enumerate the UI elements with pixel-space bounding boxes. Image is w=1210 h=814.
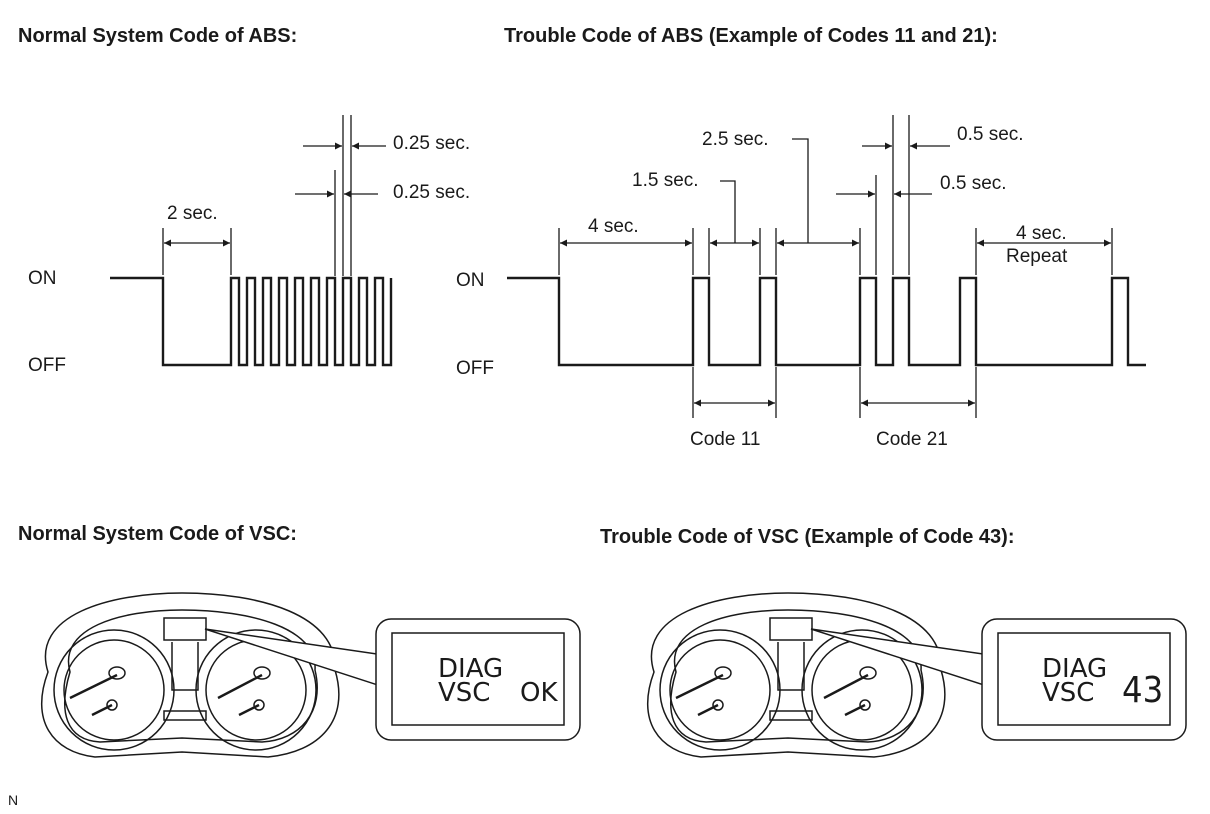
abs-trouble-repeat-label: Repeat bbox=[1006, 246, 1068, 267]
vsc-trouble-display-line1: DIAG bbox=[1042, 654, 1107, 684]
abs-trouble-code-11-label: Code 11 bbox=[690, 429, 760, 450]
vsc-trouble-callout-pointer bbox=[810, 628, 991, 689]
vsc-trouble-display-screen bbox=[997, 632, 1171, 726]
vsc-normal-display-code: OK bbox=[520, 678, 558, 708]
abs-trouble-title: Trouble Code of ABS (Example of Codes 11… bbox=[504, 25, 998, 47]
vsc-normal-instrument-cluster: DIAG VSC OK bbox=[40, 592, 581, 758]
abs-trouble-2-5sec-label: 2.5 sec. bbox=[702, 129, 769, 150]
vsc-normal-display-line2: VSC bbox=[438, 678, 490, 708]
abs-normal-panel: Normal System Code of ABS: ON OFF 2 sec.… bbox=[18, 25, 470, 376]
vsc-normal-display-screen bbox=[391, 632, 565, 726]
abs-normal-waveform bbox=[110, 276, 393, 367]
vsc-normal-panel: Normal System Code of VSC: DIAG VSC bbox=[18, 523, 581, 758]
abs-normal-pulse-label-1: 0.25 sec. bbox=[393, 133, 470, 154]
abs-trouble-0-5sec-label-a: 0.5 sec. bbox=[957, 124, 1024, 145]
vsc-normal-callout-pointer bbox=[204, 628, 385, 689]
abs-normal-pulse-label-2: 0.25 sec. bbox=[393, 182, 470, 203]
abs-trouble-off-label: OFF bbox=[456, 358, 494, 379]
vsc-trouble-panel: Trouble Code of VSC (Example of Code 43)… bbox=[600, 526, 1187, 758]
abs-trouble-code-21-label: Code 21 bbox=[876, 429, 948, 450]
abs-normal-2sec-label: 2 sec. bbox=[167, 203, 218, 224]
abs-trouble-4sec-label: 4 sec. bbox=[588, 216, 639, 237]
vsc-normal-display-line1: DIAG bbox=[438, 654, 503, 684]
vsc-normal-title: Normal System Code of VSC: bbox=[18, 523, 297, 545]
abs-trouble-on-label: ON bbox=[456, 270, 485, 291]
abs-trouble-waveform bbox=[507, 276, 1146, 367]
abs-trouble-0-5sec-label-b: 0.5 sec. bbox=[940, 173, 1007, 194]
abs-trouble-panel: Trouble Code of ABS (Example of Codes 11… bbox=[456, 25, 1146, 450]
footer-mark: N bbox=[8, 792, 18, 808]
vsc-trouble-display-line2: VSC bbox=[1042, 678, 1094, 708]
vsc-trouble-display-code: 43 bbox=[1122, 670, 1163, 711]
abs-trouble-1-5sec-label: 1.5 sec. bbox=[632, 170, 699, 191]
abs-normal-on-label: ON bbox=[28, 268, 57, 289]
abs-normal-2sec-dimension: 2 sec. bbox=[162, 203, 232, 275]
abs-normal-title: Normal System Code of ABS: bbox=[18, 25, 297, 47]
abs-trouble-4sec-repeat-label: 4 sec. bbox=[1016, 223, 1067, 244]
vsc-trouble-title: Trouble Code of VSC (Example of Code 43)… bbox=[600, 526, 1015, 548]
vsc-trouble-instrument-cluster: DIAG VSC 43 bbox=[646, 592, 1187, 758]
abs-normal-off-label: OFF bbox=[28, 355, 66, 376]
abs-normal-pulse-dimensions: 0.25 sec. 0.25 sec. bbox=[295, 115, 470, 276]
